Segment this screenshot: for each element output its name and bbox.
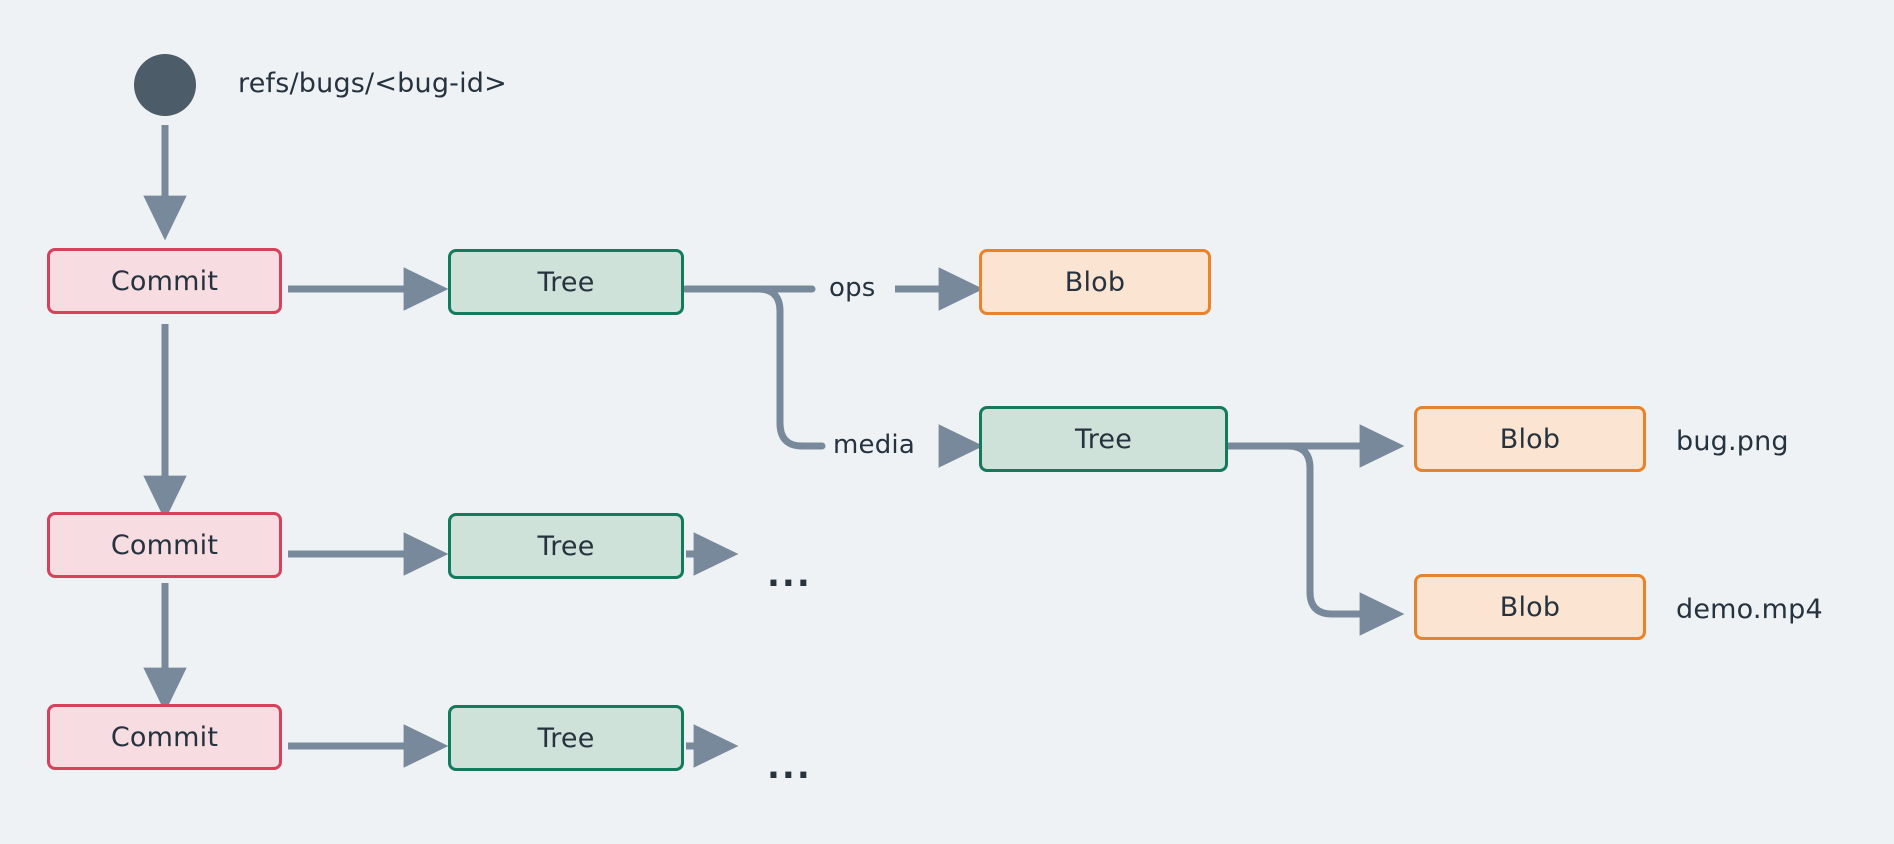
ref-head-dot[interactable] [134, 54, 196, 116]
file-label-demo-mp4: demo.mp4 [1676, 594, 1823, 625]
edge-tree1-to-media [682, 285, 826, 450]
node-label: Commit [110, 529, 219, 561]
node-label: Tree [537, 722, 595, 754]
node-label: Tree [537, 530, 595, 562]
node-tree-1[interactable]: Tree [448, 249, 684, 315]
node-commit-3[interactable]: Commit [47, 704, 282, 770]
node-commit-2[interactable]: Commit [47, 512, 282, 578]
node-label: Commit [110, 265, 219, 297]
node-label: Blob [1499, 591, 1561, 623]
node-blob-demo-mp4[interactable]: Blob [1414, 574, 1646, 640]
node-label: Commit [110, 721, 219, 753]
node-label: Tree [537, 266, 595, 298]
ref-label: refs/bugs/<bug-id> [238, 68, 507, 99]
node-label: Blob [1499, 423, 1561, 455]
edge-label-ops: ops [826, 273, 879, 303]
node-label: Blob [1064, 266, 1126, 298]
node-blob-bug-png[interactable]: Blob [1414, 406, 1646, 472]
node-blob-ops[interactable]: Blob [979, 249, 1211, 315]
node-tree-3[interactable]: Tree [448, 705, 684, 771]
node-commit-1[interactable]: Commit [47, 248, 282, 314]
file-label-bug-png: bug.png [1676, 426, 1789, 457]
ellipsis-row-3: ... [767, 747, 812, 787]
edge-treemedia-to-blob-demomp4 [1228, 442, 1405, 636]
node-tree-media[interactable]: Tree [979, 406, 1228, 472]
edge-label-media: media [830, 430, 918, 460]
node-label: Tree [1074, 423, 1133, 455]
node-tree-2[interactable]: Tree [448, 513, 684, 579]
ellipsis-row-2: ... [767, 555, 812, 595]
